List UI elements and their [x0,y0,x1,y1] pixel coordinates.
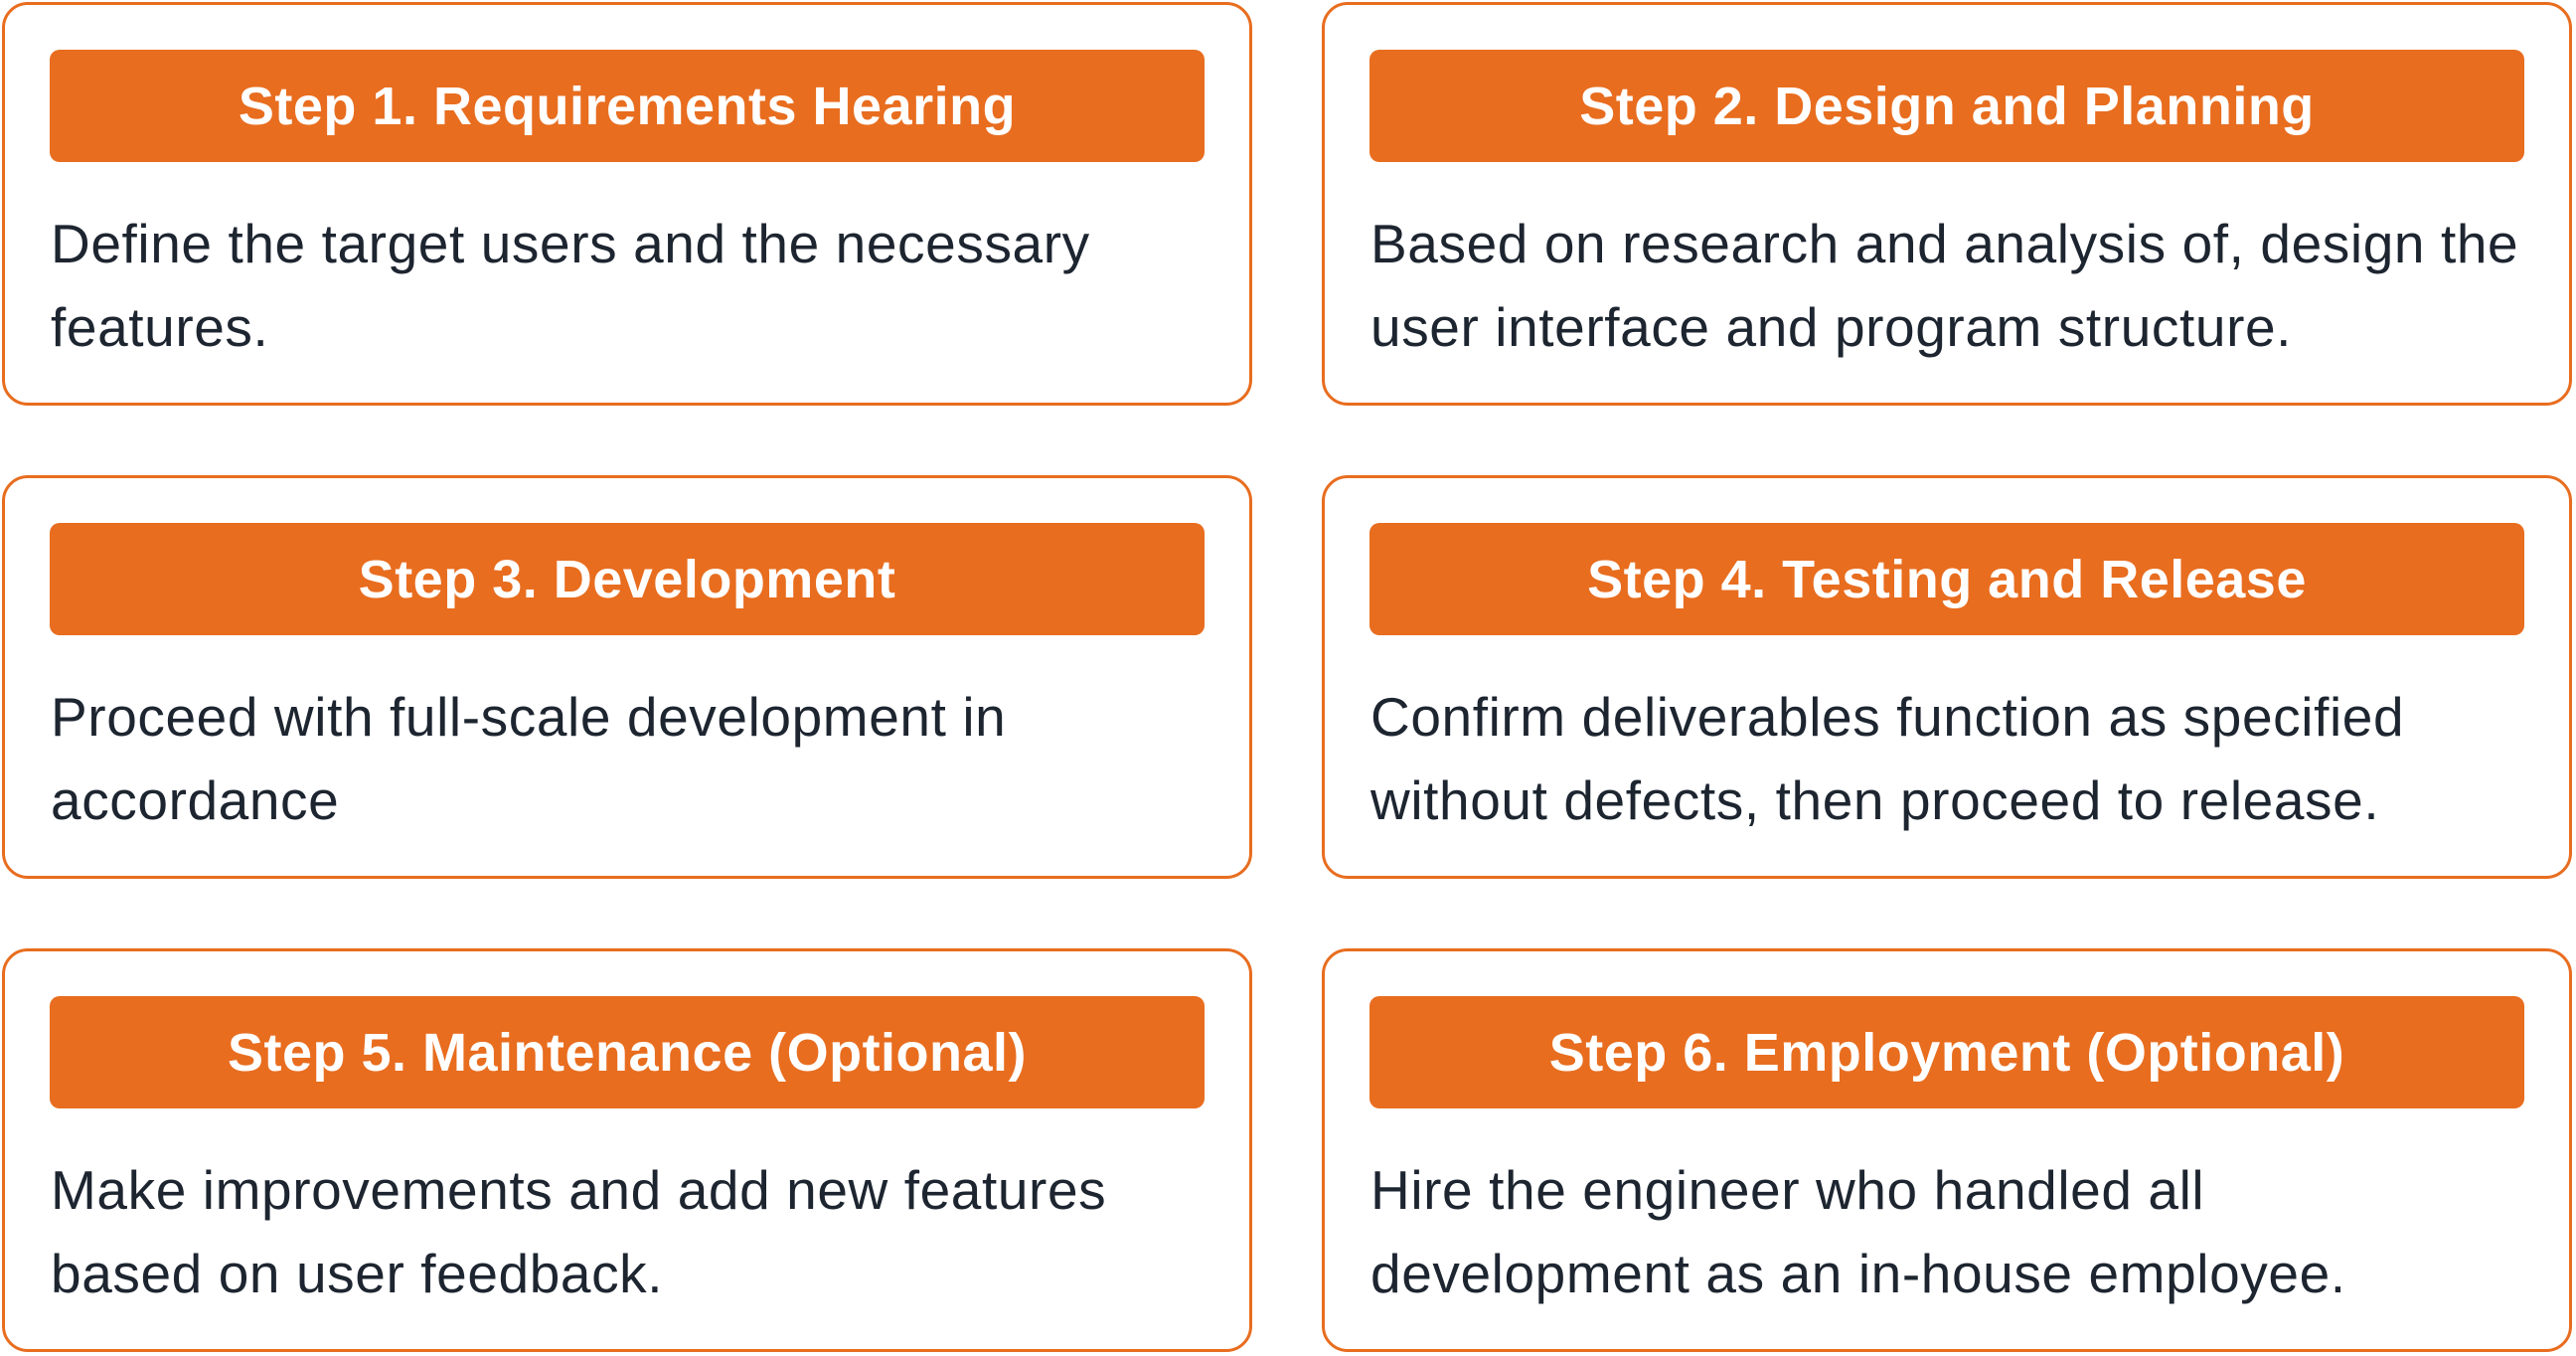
step-description: Confirm deliverables function as specifi… [1370,686,2405,831]
step-card-6: Step 6. Employment (Optional) Hire the e… [1322,948,2572,1352]
step-card-1: Step 1. Requirements Hearing Define the … [2,2,1252,406]
step-description: Hire the engineer who handled all develo… [1370,1159,2346,1304]
step-card-4: Step 4. Testing and Release Confirm deli… [1322,475,2572,879]
step-description: Make improvements and add new features b… [51,1159,1107,1304]
step-title: Step 2. Design and Planning [1369,50,2524,162]
step-title: Step 4. Testing and Release [1369,523,2524,635]
step-description: Define the target users and the necessar… [51,213,1090,358]
step-title: Step 6. Employment (Optional) [1369,996,2524,1108]
step-card-2: Step 2. Design and Planning Based on res… [1322,2,2572,406]
step-title: Step 5. Maintenance (Optional) [50,996,1205,1108]
step-description: Based on research and analysis of, desig… [1370,213,2519,358]
step-card-5: Step 5. Maintenance (Optional) Make impr… [2,948,1252,1352]
step-description: Proceed with full-scale development in a… [51,686,1007,831]
step-card-3: Step 3. Development Proceed with full-sc… [2,475,1252,879]
step-title: Step 1. Requirements Hearing [50,50,1205,162]
step-title: Step 3. Development [50,523,1205,635]
